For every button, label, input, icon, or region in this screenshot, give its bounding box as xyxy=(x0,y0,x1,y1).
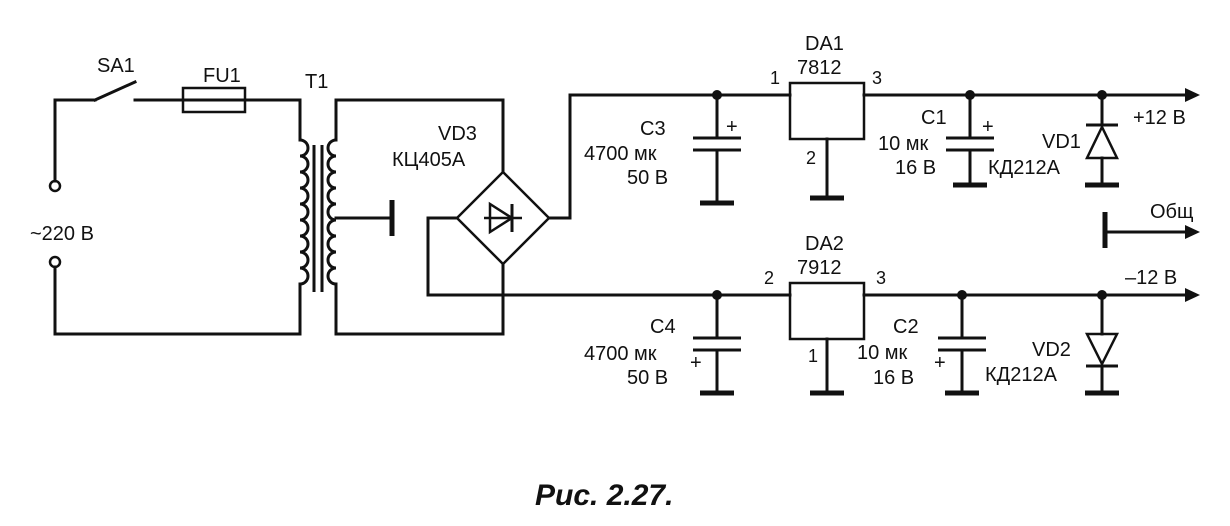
label-mains: ~220 В xyxy=(30,223,94,245)
label-da2-pin-gnd: 1 xyxy=(808,346,818,366)
label-c2-cap: 10 мк xyxy=(857,342,908,364)
capacitor-c2 xyxy=(938,290,986,396)
label-da1-pin-gnd: 2 xyxy=(806,148,816,168)
label-sa1: SA1 xyxy=(97,55,135,77)
label-da1-type: 7812 xyxy=(797,57,842,79)
label-vd1-ref: VD1 xyxy=(1042,131,1081,153)
label-c2-plus: + xyxy=(934,352,946,374)
common-output xyxy=(1102,212,1200,248)
label-out-common: Общ xyxy=(1150,201,1193,223)
regulator-da1 xyxy=(788,81,1187,201)
arrow-pos-icon xyxy=(1185,88,1200,102)
label-fu1: FU1 xyxy=(203,65,241,87)
capacitor-c4 xyxy=(693,290,741,396)
capacitor-c1 xyxy=(946,90,994,188)
label-da1-ref: DA1 xyxy=(805,33,844,55)
label-c2-ref: C2 xyxy=(893,316,919,338)
label-c3-plus: + xyxy=(726,116,738,138)
capacitor-c3 xyxy=(693,90,741,206)
label-c4-ref: C4 xyxy=(650,316,676,338)
label-da1-pin-in: 1 xyxy=(770,68,780,88)
fuse-fu1 xyxy=(173,86,302,114)
label-vd3-ref: VD3 xyxy=(438,123,477,145)
figure-caption: Рис. 2.27. xyxy=(535,479,673,512)
label-c3-volt: 50 В xyxy=(627,167,668,189)
label-vd2-type: КД212А xyxy=(985,364,1058,386)
regulator-da2 xyxy=(788,281,1187,396)
label-t1: T1 xyxy=(305,71,328,93)
label-c1-volt: 16 В xyxy=(895,157,936,179)
label-c1-plus: + xyxy=(982,116,994,138)
label-vd2-ref: VD2 xyxy=(1032,339,1071,361)
label-da2-type: 7912 xyxy=(797,257,842,279)
arrow-common-icon xyxy=(1185,225,1200,239)
switch-sa1 xyxy=(93,80,185,102)
label-da2-pin-out: 3 xyxy=(876,268,886,288)
label-vd3-type: КЦ405А xyxy=(392,149,466,171)
label-c3-cap: 4700 мк xyxy=(584,143,657,165)
label-c4-plus: + xyxy=(690,352,702,374)
label-c2-volt: 16 В xyxy=(873,367,914,389)
diode-vd1 xyxy=(1085,90,1119,188)
label-c1-cap: 10 мк xyxy=(878,133,929,155)
label-vd1-type: КД212А xyxy=(988,157,1061,179)
label-c1-ref: C1 xyxy=(921,107,947,129)
diode-vd2 xyxy=(1084,290,1120,396)
mains-input xyxy=(48,98,302,336)
label-da2-ref: DA2 xyxy=(805,233,844,255)
label-out-neg: –12 В xyxy=(1125,267,1177,289)
label-c3-ref: C3 xyxy=(640,118,666,140)
label-da1-pin-out: 3 xyxy=(872,68,882,88)
label-c4-volt: 50 В xyxy=(627,367,668,389)
label-c4-cap: 4700 мк xyxy=(584,343,657,365)
label-da2-pin-in: 2 xyxy=(764,268,774,288)
transformer-t1 xyxy=(298,98,395,336)
label-out-pos: +12 В xyxy=(1133,107,1186,129)
arrow-neg-icon xyxy=(1185,288,1200,302)
bridge-vd3 xyxy=(334,93,792,336)
